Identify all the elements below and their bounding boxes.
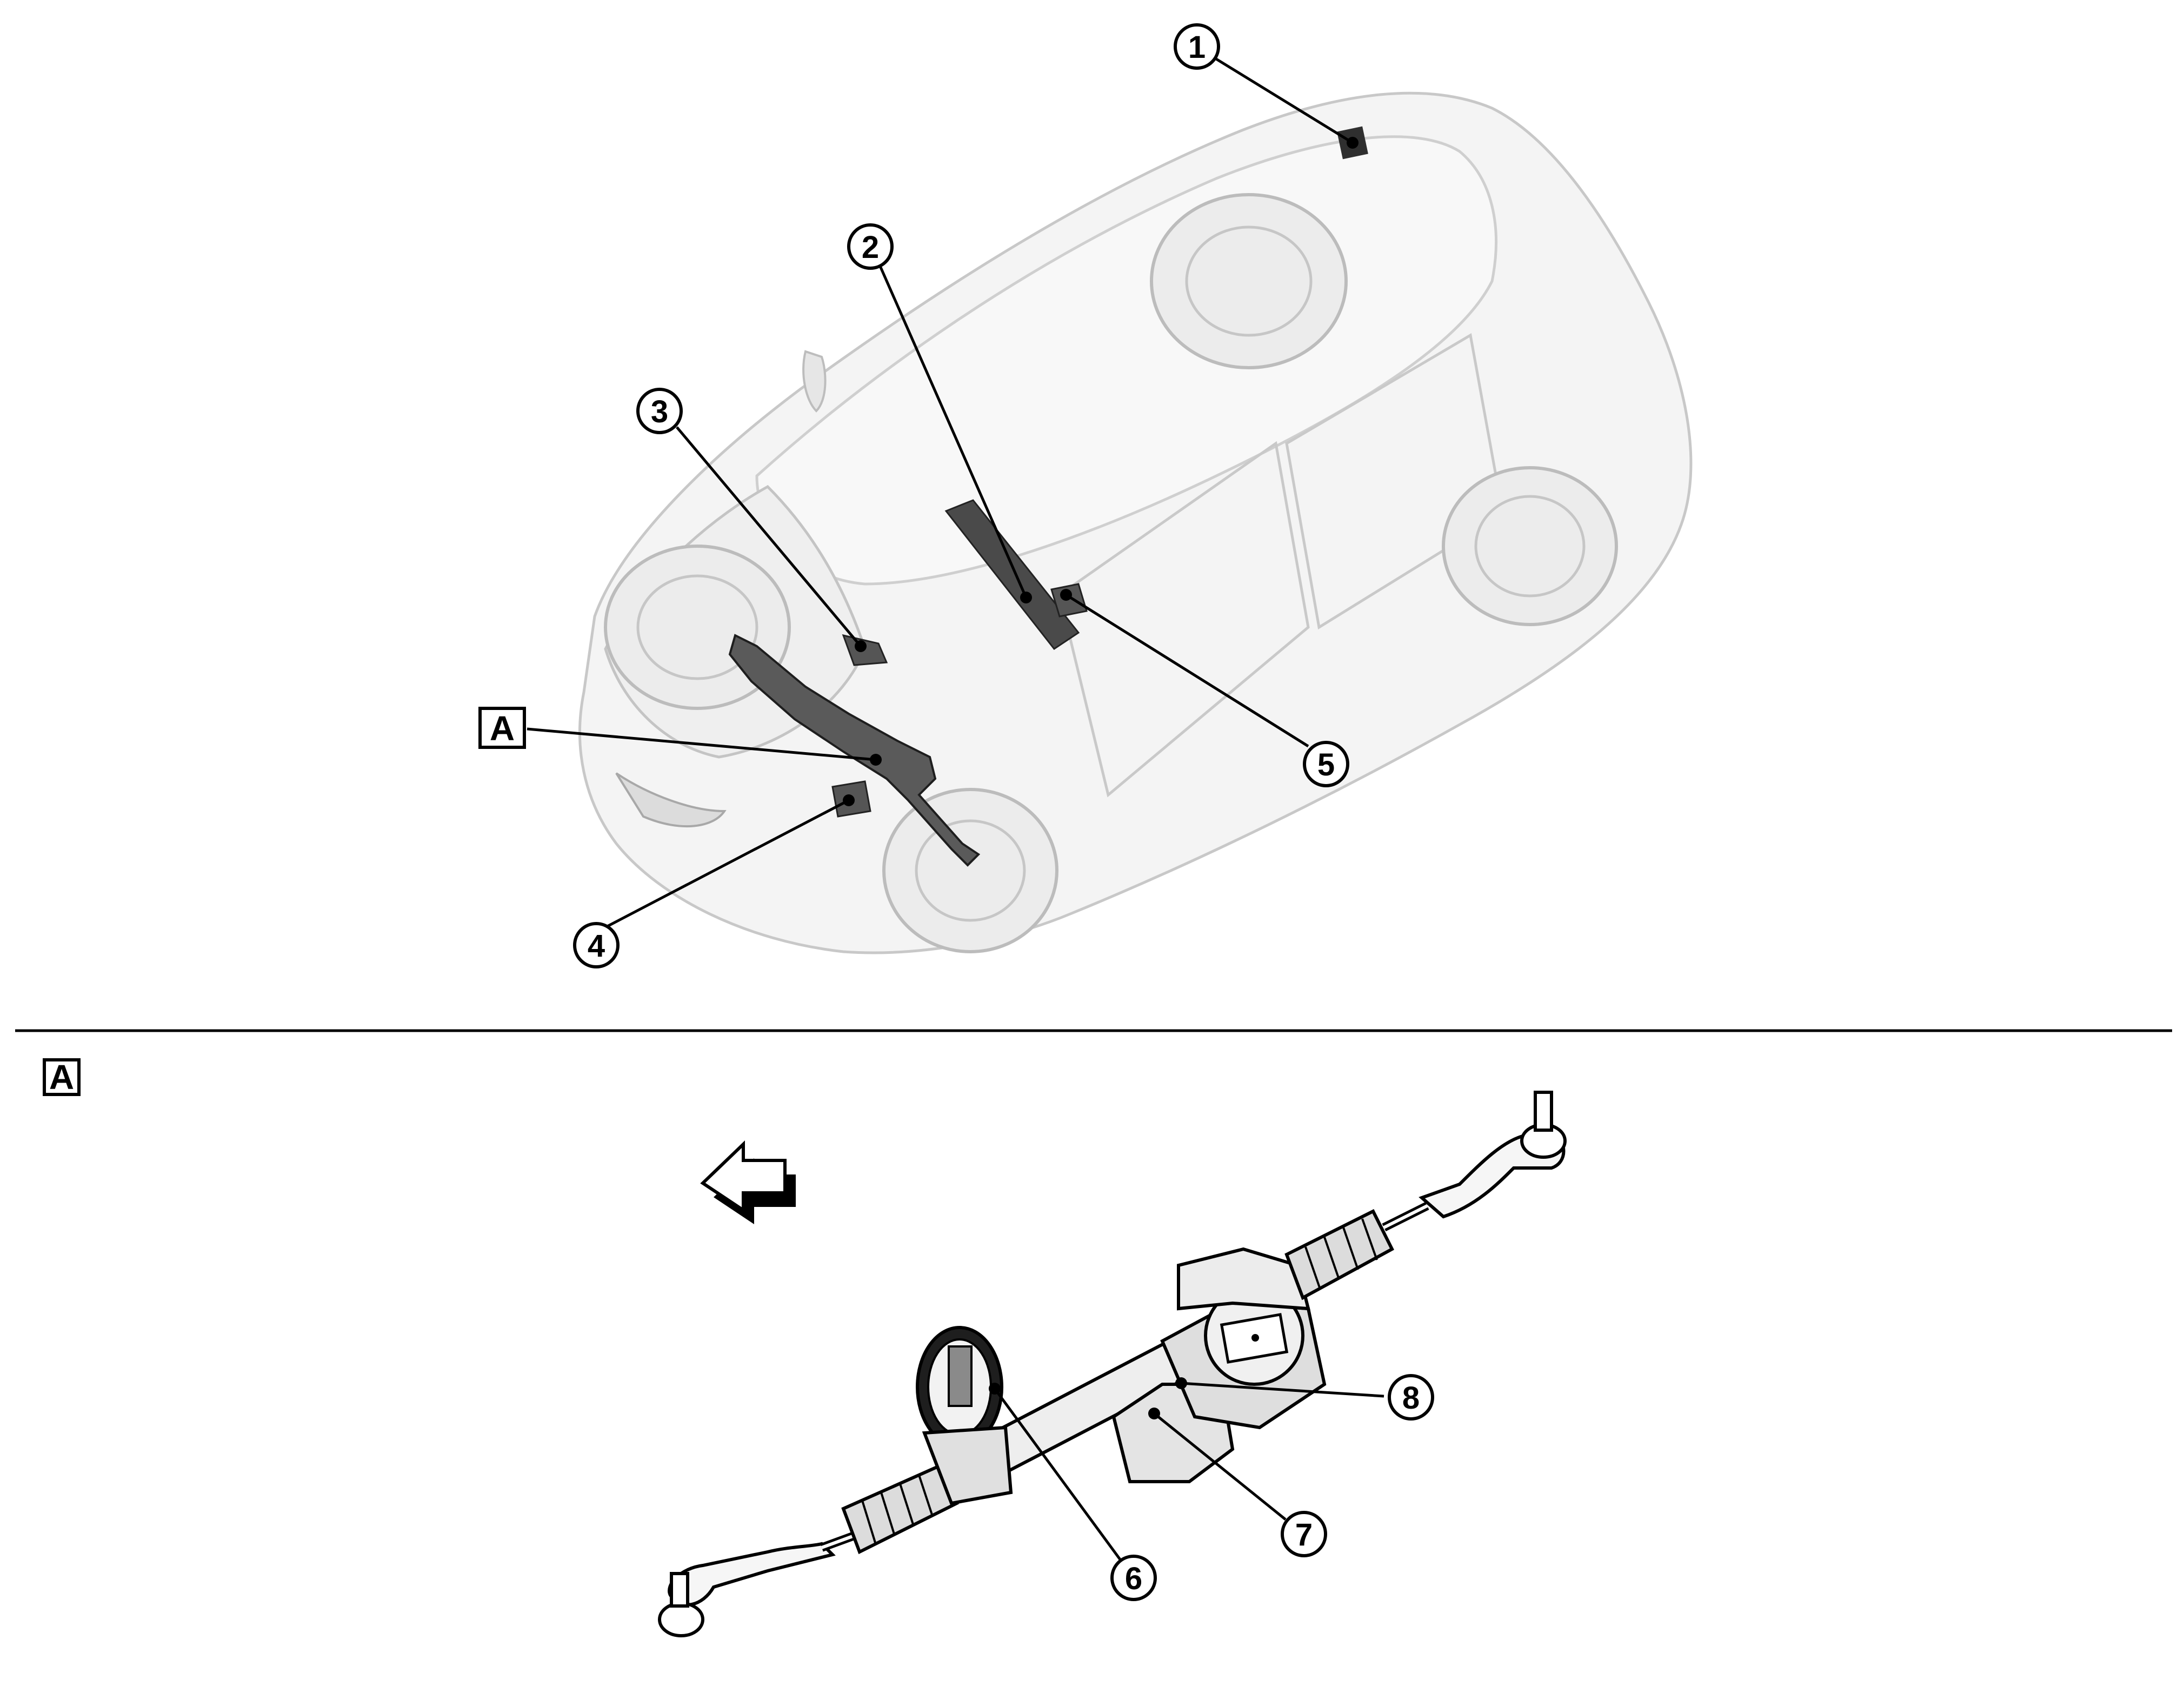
svg-text:3: 3 xyxy=(651,394,668,429)
vehicle-headlamp xyxy=(615,772,727,828)
svg-text:7: 7 xyxy=(1295,1517,1313,1552)
svg-text:4: 4 xyxy=(588,928,605,964)
svg-text:2: 2 xyxy=(862,230,879,265)
callout-5: 5 xyxy=(1303,741,1349,787)
svg-text:8: 8 xyxy=(1402,1381,1420,1416)
left-boot xyxy=(841,1463,959,1555)
callout-3: 3 xyxy=(636,388,683,434)
left-tie-rod-end xyxy=(668,1542,836,1607)
svg-text:5: 5 xyxy=(1317,747,1335,782)
svg-text:A: A xyxy=(49,1058,74,1097)
callout-8: 8 xyxy=(1388,1374,1434,1421)
svg-text:1: 1 xyxy=(1188,30,1206,65)
callout-4: 4 xyxy=(573,922,620,968)
wheel-rear-left xyxy=(1150,193,1348,369)
leader-dots-detail xyxy=(989,1377,1187,1419)
component-2-column xyxy=(944,499,1080,651)
leader-dots-top xyxy=(843,137,1359,806)
wheel-rear-right xyxy=(1442,466,1618,626)
vehicle-ghost-view xyxy=(578,91,1693,954)
right-boot xyxy=(1284,1209,1394,1300)
svg-text:A: A xyxy=(490,709,515,748)
front-direction-arrow xyxy=(700,1140,796,1224)
steering-gear-assembly xyxy=(658,1091,1567,1637)
callout-2: 2 xyxy=(847,223,894,270)
steering-rack-in-vehicle xyxy=(728,634,981,867)
wheel-front-right xyxy=(882,788,1058,953)
leader-lines-top xyxy=(527,57,1354,932)
callout-7: 7 xyxy=(1281,1511,1327,1557)
leader-lines-detail xyxy=(993,1382,1384,1561)
callout-1: 1 xyxy=(1174,23,1220,70)
vehicle-mirror xyxy=(802,350,827,413)
svg-text:6: 6 xyxy=(1125,1561,1142,1596)
vehicle-front-door xyxy=(1058,441,1310,798)
component-5-part xyxy=(1050,583,1088,618)
detail-ref-box-a: A xyxy=(478,707,526,749)
callout-6: 6 xyxy=(1110,1555,1157,1601)
detail-header-a: A xyxy=(43,1058,81,1097)
